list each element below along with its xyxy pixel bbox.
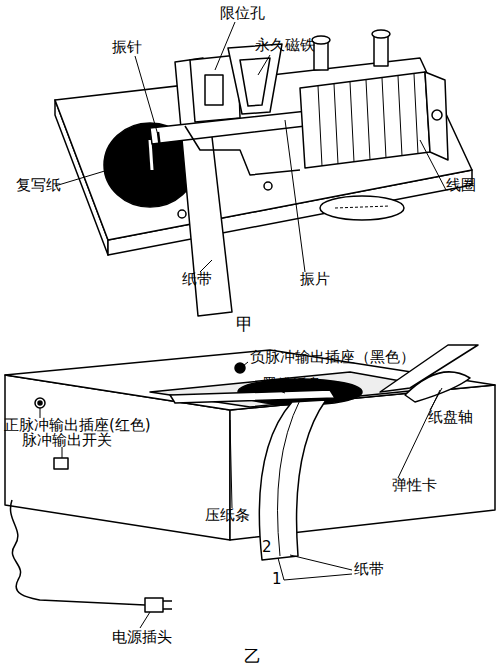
part-label: 线圈: [446, 178, 476, 193]
part-label: 复写纸: [16, 178, 61, 193]
part-label: 1: [272, 572, 282, 587]
part-label: 纸盘轴: [428, 410, 473, 425]
ticker-timer: [55, 30, 472, 316]
figure-label: 乙: [244, 648, 261, 665]
part-label: 永久磁铁: [255, 38, 315, 53]
part-label: 脉冲输出开关: [22, 433, 112, 448]
part-label: 电源插头: [112, 630, 172, 645]
leader-lines: [40, 362, 442, 628]
part-label: 纸带: [182, 272, 212, 287]
part-label: 墨粉纸盘: [262, 377, 322, 392]
leader-lines: [55, 22, 446, 272]
part-label: 压纸条: [205, 508, 250, 523]
part-label: 正脉冲输出插座(红色): [4, 418, 151, 433]
part-label: 振片: [300, 272, 330, 287]
figure-label: 甲: [236, 316, 253, 333]
part-label: 弹性卡: [392, 478, 437, 493]
spark-timer: [5, 345, 495, 612]
part-label: 2: [262, 540, 272, 555]
part-label: 振针: [112, 40, 142, 55]
part-label: 限位孔: [220, 6, 265, 21]
part-label: 纸带: [354, 562, 384, 577]
part-label: 负脉冲输出插座（黑色）: [250, 350, 415, 365]
